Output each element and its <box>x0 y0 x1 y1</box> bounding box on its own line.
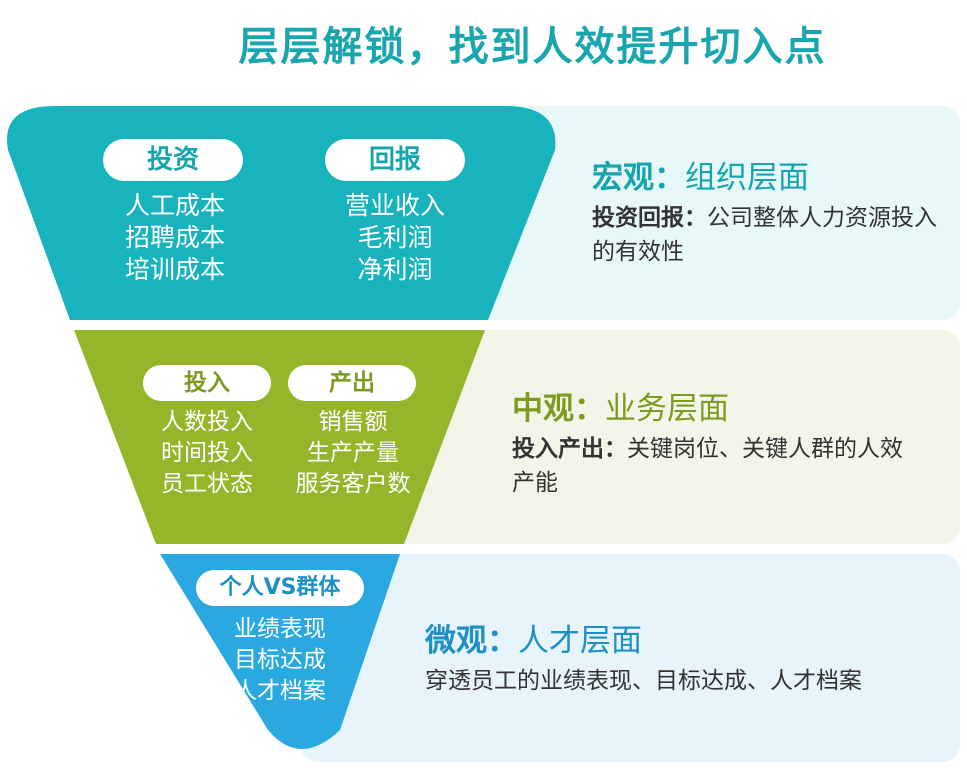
list-item: 净利润 <box>357 255 433 284</box>
list-item: 时间投入 <box>161 440 253 466</box>
macro-desc-label: 投资回报： <box>592 205 707 231</box>
meso-output-list: 销售额 生产产量 服务客户数 <box>283 407 423 500</box>
meso-desc-text: 关键岗位、关键人群的人效产能 <box>512 436 903 496</box>
list-item: 人数投入 <box>161 409 253 435</box>
list-item: 员工状态 <box>161 471 253 497</box>
list-item: 人工成本 <box>124 191 225 220</box>
meso-heading: 中观：业务层面 <box>512 383 729 428</box>
macro-desc-text: 公司整体人力资源投入的有效性 <box>592 205 937 265</box>
pill-input: 投入 <box>143 365 271 401</box>
list-item: 毛利润 <box>357 223 433 252</box>
list-item: 生产产量 <box>307 440 399 466</box>
micro-heading: 微观：人才层面 <box>425 615 642 660</box>
list-item: 业绩表现 <box>234 616 326 642</box>
pill-output: 产出 <box>288 365 416 401</box>
funnel-macro-segment <box>6 106 556 320</box>
pill-return: 回报 <box>325 139 465 181</box>
macro-heading-label: 宏观： <box>592 160 685 196</box>
macro-description: 投资回报：公司整体人力资源投入的有效性 <box>592 201 947 269</box>
meso-description: 投入产出：关键岗位、关键人群的人效产能 <box>512 432 912 500</box>
meso-desc-label: 投入产出： <box>512 436 627 462</box>
list-item: 销售额 <box>318 409 388 435</box>
micro-heading-text: 人才层面 <box>518 623 642 659</box>
meso-input-list: 人数投入 时间投入 员工状态 <box>140 407 274 500</box>
list-item: 目标达成 <box>234 647 326 673</box>
macro-return-list: 营业收入 毛利润 净利润 <box>325 190 465 286</box>
macro-invest-list: 人工成本 招聘成本 培训成本 <box>105 190 245 286</box>
list-item: 招聘成本 <box>124 223 225 252</box>
list-item: 营业收入 <box>344 191 445 220</box>
list-item: 服务客户数 <box>295 471 411 497</box>
funnel-meso-segment <box>74 330 485 544</box>
micro-list: 业绩表现 目标达成 人才档案 <box>210 614 350 707</box>
list-item: 培训成本 <box>124 255 225 284</box>
page-title: 层层解锁，找到人效提升切入点 <box>238 24 827 70</box>
meso-heading-label: 中观： <box>512 391 605 427</box>
micro-panel <box>300 554 960 762</box>
list-item: 人才档案 <box>234 678 326 704</box>
macro-heading-text: 组织层面 <box>685 160 809 196</box>
meso-heading-text: 业务层面 <box>605 391 729 427</box>
micro-description: 穿透员工的业绩表现、目标达成、人才档案 <box>425 668 862 694</box>
pill-invest: 投资 <box>103 139 243 181</box>
macro-heading: 宏观：组织层面 <box>592 152 809 197</box>
micro-heading-label: 微观： <box>425 623 518 659</box>
pill-individual-vs-group: 个人VS群体 <box>196 570 364 606</box>
